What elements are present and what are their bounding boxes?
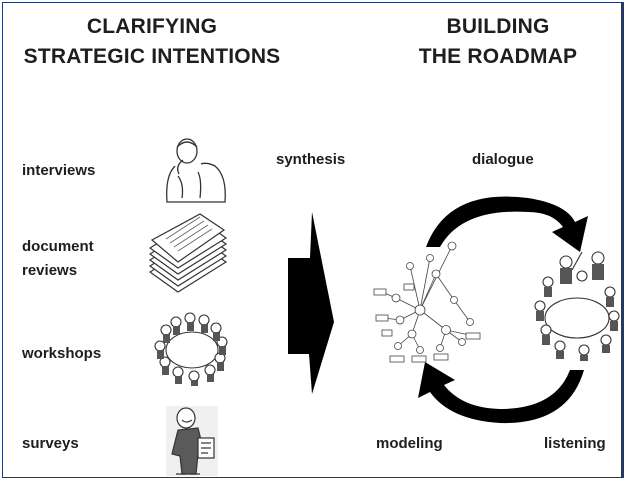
- modeling-cycle-arrow: [418, 362, 584, 424]
- survey-person-icon: [166, 406, 218, 476]
- left-heading: CLARIFYING STRATEGIC INTENTIONS: [16, 12, 288, 72]
- right-heading-line1: BUILDING: [446, 15, 550, 38]
- label-modeling: modeling: [376, 435, 443, 452]
- label-listening: listening: [544, 435, 606, 452]
- left-heading-line1: CLARIFYING: [86, 15, 218, 38]
- label-document-reviews-line2: reviews: [22, 262, 78, 279]
- diagram-frame: [2, 2, 624, 478]
- synthesis-arrow: [288, 212, 334, 394]
- label-document-reviews-line1: document: [22, 238, 94, 255]
- workshop-circle-icon: [154, 312, 228, 386]
- label-workshops: workshops: [22, 345, 102, 362]
- label-surveys: surveys: [22, 435, 79, 452]
- right-heading-line2: THE ROADMAP: [418, 45, 578, 68]
- left-heading-line2: STRATEGIC INTENTIONS: [23, 45, 281, 68]
- label-dialogue: dialogue: [472, 151, 534, 168]
- label-interviews: interviews: [22, 162, 96, 179]
- right-heading: BUILDING THE ROADMAP: [398, 12, 598, 72]
- thinking-person-icon: [166, 138, 226, 203]
- team-meeting-icon: [534, 251, 620, 361]
- dialogue-cycle-arrow: [426, 196, 588, 252]
- document-stack-icon: [148, 213, 228, 293]
- network-model-icon: [373, 241, 481, 363]
- label-synthesis: synthesis: [276, 151, 346, 168]
